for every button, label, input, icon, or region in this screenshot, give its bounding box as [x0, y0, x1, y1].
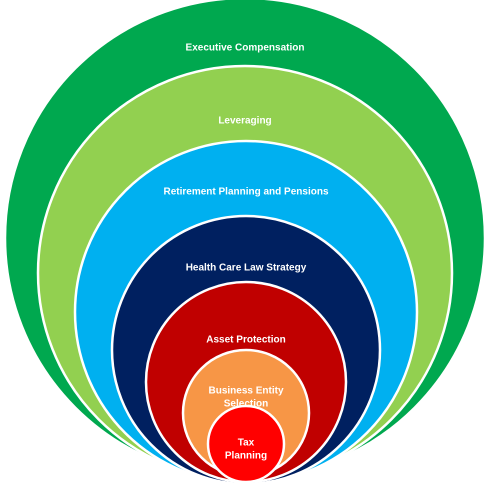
ring-label-tax-planning-line-1: Tax: [238, 438, 255, 449]
ring-label-business-entity-selection-line-2: Selection: [224, 399, 268, 410]
ring-tax-planning: [206, 404, 286, 484]
ring-label-asset-protection: Asset Protection: [206, 335, 285, 346]
ring-label-business-entity-selection-line-1: Business Entity: [208, 386, 283, 397]
ring-label-tax-planning-line-2: Planning: [225, 451, 267, 462]
ring-label-leveraging: Leveraging: [218, 116, 271, 127]
ring-label-health-care-law-strategy: Health Care Law Strategy: [186, 263, 307, 274]
ring-label-retirement-planning-and-pensions: Retirement Planning and Pensions: [163, 187, 328, 198]
ring-label-executive-compensation: Executive Compensation: [186, 43, 305, 54]
